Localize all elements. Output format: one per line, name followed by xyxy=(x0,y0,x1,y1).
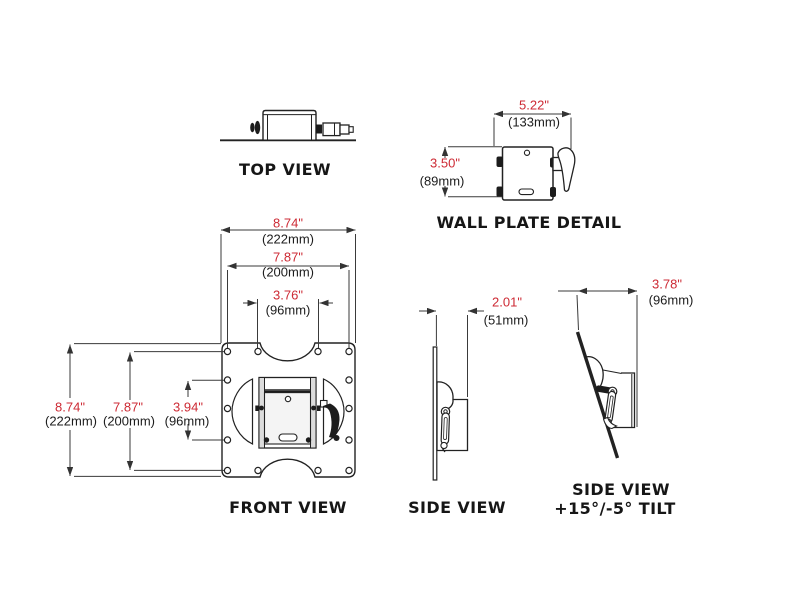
front-cam-lever xyxy=(323,403,340,439)
wall-plate-label: WALL PLATE DETAIL xyxy=(436,213,622,232)
wall-plate-height-mm: (89mm) xyxy=(419,173,465,189)
side-view-drawing xyxy=(432,346,469,481)
tilt-view-drawing xyxy=(575,331,636,459)
wall-plate-drawing xyxy=(496,146,576,201)
front-view-label: FRONT VIEW xyxy=(229,498,347,517)
wall-plate-width-mm: (133mm) xyxy=(507,114,561,130)
front-width-mid-mm: (200mm) xyxy=(261,264,315,280)
tilt-view-label-line1: SIDE VIEW xyxy=(572,480,670,499)
top-view-label: TOP VIEW xyxy=(239,160,331,179)
front-width-mid-inch: 7.87" xyxy=(273,249,303,265)
top-view-drawing xyxy=(220,109,356,142)
side-depth-mm: (51mm) xyxy=(483,312,529,328)
mount-hole xyxy=(523,149,531,156)
side-depth-inch: 2.01" xyxy=(492,294,522,310)
front-width-outer-inch: 8.74" xyxy=(273,215,303,231)
front-height-vesa-inch: 3.94" xyxy=(173,399,203,415)
front-width-vesa-mm: (96mm) xyxy=(265,302,311,318)
cam-lever xyxy=(557,147,576,192)
tilt-height-inch: 3.78" xyxy=(652,276,682,292)
side-view-label: SIDE VIEW xyxy=(408,498,506,517)
tilt-view-label-line2: +15°/-5° TILT xyxy=(554,499,676,518)
mount-slot xyxy=(518,188,535,196)
front-height-mid-inch: 7.87" xyxy=(113,399,143,415)
side-view-dimensions xyxy=(419,307,484,397)
wing-nut-knob xyxy=(254,120,261,135)
front-height-outer-mm: (222mm) xyxy=(44,413,98,429)
tilt-view-dimensions xyxy=(558,287,638,427)
left-wing xyxy=(231,378,254,445)
tilt-height-mm: (96mm) xyxy=(648,292,694,308)
wall-plate-height-inch: 3.50" xyxy=(430,155,460,171)
front-width-vesa-inch: 3.76" xyxy=(273,287,303,303)
front-height-outer-inch: 8.74" xyxy=(55,399,85,415)
front-height-mid-mm: (200mm) xyxy=(102,413,156,429)
front-height-vesa-mm: (96mm) xyxy=(164,413,210,429)
wall-plate-dimensions xyxy=(441,110,572,198)
front-view-dimensions xyxy=(66,226,356,477)
wall-plate-width-inch: 5.22" xyxy=(519,97,549,113)
front-view-drawing xyxy=(221,342,356,478)
front-width-outer-mm: (222mm) xyxy=(261,231,315,247)
